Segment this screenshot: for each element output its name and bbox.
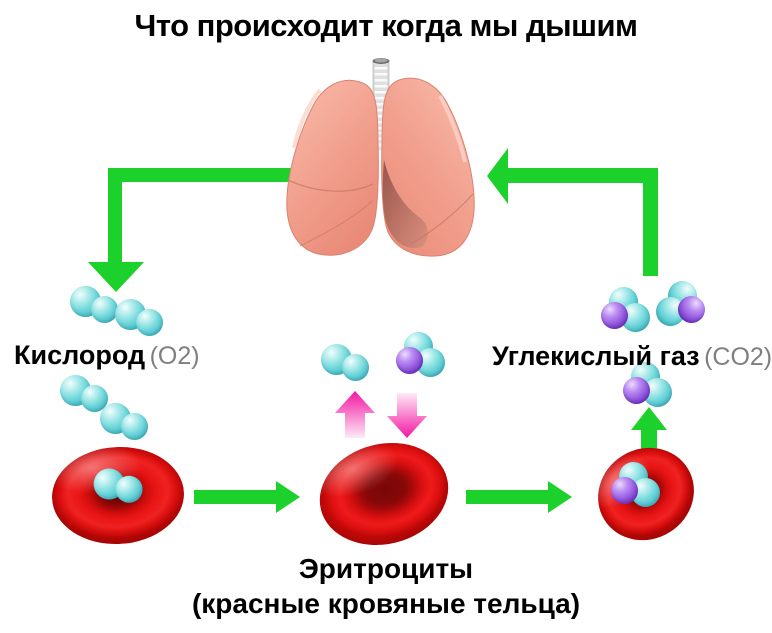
oxygen-molecule-in-cell	[91, 461, 149, 512]
arrow-lungs-to-oxygen	[88, 168, 296, 292]
right-lung	[381, 77, 475, 257]
oxygen-molecule	[100, 400, 152, 444]
oxygen-molecule	[70, 283, 122, 327]
diagram-title: Что происходит когда мы дышим	[134, 8, 638, 43]
arrow-co2-to-lungs	[487, 148, 658, 276]
co2-molecule	[623, 362, 673, 410]
erythrocytes-caption-line1: Эритроциты	[298, 553, 474, 584]
erythrocytes-caption-line2: (красные кровяные тельца)	[191, 588, 581, 619]
co2-label-formula: (CO2)	[704, 343, 772, 371]
oxygen-label-name: Кислород	[14, 340, 146, 370]
oxygen-molecule	[115, 296, 167, 340]
arrow-co2-uptake	[387, 393, 427, 438]
co2-label-name: Углекислый газ	[492, 341, 700, 371]
oxygen-atom	[91, 296, 118, 323]
co2-molecule-in-cell	[611, 462, 661, 510]
arrow-cell-empty-to-co2	[466, 481, 572, 513]
carbon-atom	[611, 477, 638, 504]
arrow-cell-to-co2-molecule	[631, 407, 667, 457]
co2-label: Углекислый газ (CO2)	[492, 341, 772, 372]
carbon-atom	[623, 377, 650, 404]
arrow-cell-oxygen-to-empty	[194, 481, 300, 513]
oxygen-atom	[121, 413, 148, 440]
erythrocytes-caption: Эритроциты (красные кровяные тельца)	[0, 551, 772, 621]
carbon-atom	[678, 296, 705, 323]
co2-molecule	[601, 287, 651, 335]
left-lung	[286, 79, 379, 256]
co2-molecule	[655, 281, 705, 329]
oxygen-molecule	[321, 341, 373, 385]
carbon-atom	[601, 302, 628, 329]
oxygen-label-formula: (O2)	[149, 342, 200, 370]
arrow-o2-release	[335, 391, 375, 438]
oxygen-label: Кислород (O2)	[14, 340, 200, 371]
oxygen-atom	[136, 309, 163, 336]
co2-molecule	[396, 332, 446, 380]
oxygen-molecule	[60, 372, 112, 416]
oxygen-atom	[342, 354, 369, 381]
lungs-icon	[286, 58, 475, 257]
carbon-atom	[396, 347, 423, 374]
